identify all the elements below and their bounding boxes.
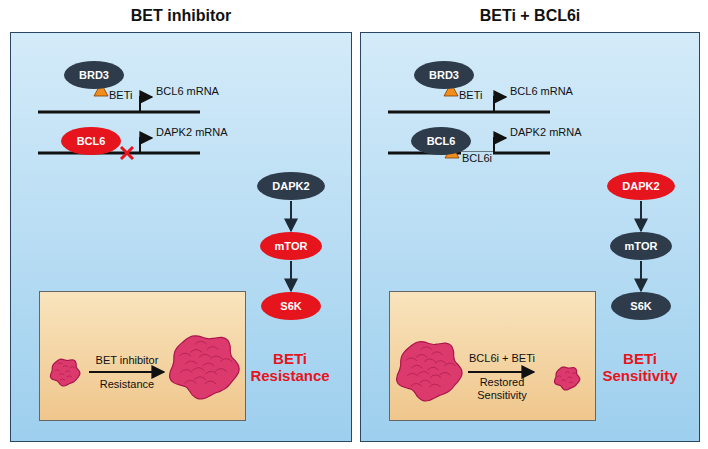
protein-name: BRD3 [79, 69, 109, 81]
dna-strand [388, 111, 550, 114]
panel-ground [10, 32, 352, 442]
activation-arrow [290, 201, 292, 231]
tumor [397, 342, 462, 401]
protein-ellipse: BRD3 [414, 61, 474, 89]
tumor-inset: BET inhibitorResistance [39, 291, 246, 421]
protein-ellipse: mTOR [260, 232, 322, 260]
gene-label: DAPK2 mRNA [156, 126, 228, 139]
treatment-text: BCL6i + BETi [452, 352, 552, 365]
treatment-arrow [468, 371, 534, 373]
gene-label: BCL6i [461, 152, 493, 165]
gene-label: BETi [109, 89, 132, 102]
protein-name: BCL6 [427, 135, 456, 147]
tumor-inset: BCL6i + BETiRestored Sensitivity [389, 291, 596, 421]
promoter-arrow [140, 97, 152, 112]
protein-ellipse: BCL6 [61, 127, 121, 155]
gene-label: BETi [459, 89, 482, 102]
promoter-arrow [140, 138, 152, 153]
gene-label: DAPK2 mRNA [510, 126, 582, 139]
protein-name: BCL6 [77, 135, 106, 147]
outcome-label: BETi Resistance [235, 350, 345, 385]
protein-name: DAPK2 [622, 180, 659, 192]
treatment-text: Restored Sensitivity [462, 376, 542, 401]
protein-ellipse: S6K [611, 292, 671, 320]
promoter-arrow [494, 138, 506, 153]
treatment-text: Resistance [72, 378, 182, 391]
block-cross [121, 147, 133, 159]
protein-ellipse: DAPK2 [257, 172, 325, 200]
treatment-arrow [89, 371, 164, 373]
gene-label: BCL6 mRNA [156, 85, 219, 98]
inset-ground [389, 291, 596, 421]
protein-ellipse: mTOR [610, 232, 672, 260]
promoter-arrow [494, 97, 506, 112]
protein-name: S6K [630, 300, 651, 312]
tumor [169, 336, 239, 399]
activation-arrow [290, 261, 292, 291]
panel-ground [360, 32, 700, 442]
protein-name: BRD3 [429, 69, 459, 81]
inset-ground [39, 291, 246, 421]
protein-ellipse: BCL6 [411, 127, 471, 155]
tumor [554, 367, 579, 390]
panel-heading: BET inhibitor [11, 7, 351, 25]
tumor [50, 359, 80, 386]
protein-ellipse: DAPK2 [607, 172, 675, 200]
protein-ellipse: BRD3 [64, 61, 124, 89]
treatment-text: BET inhibitor [72, 354, 182, 367]
protein-name: mTOR [275, 240, 308, 252]
protein-name: mTOR [625, 240, 658, 252]
activation-arrow [640, 261, 642, 291]
gene-label: BCL6 mRNA [510, 85, 573, 98]
protein-name: DAPK2 [272, 180, 309, 192]
protein-ellipse: S6K [261, 292, 321, 320]
panel-heading: BETi + BCL6i [361, 7, 699, 25]
outcome-label: BETi Sensitivity [585, 350, 695, 385]
dna-strand [38, 152, 200, 155]
activation-arrow [640, 201, 642, 231]
protein-name: S6K [280, 300, 301, 312]
dna-strand [38, 111, 200, 114]
